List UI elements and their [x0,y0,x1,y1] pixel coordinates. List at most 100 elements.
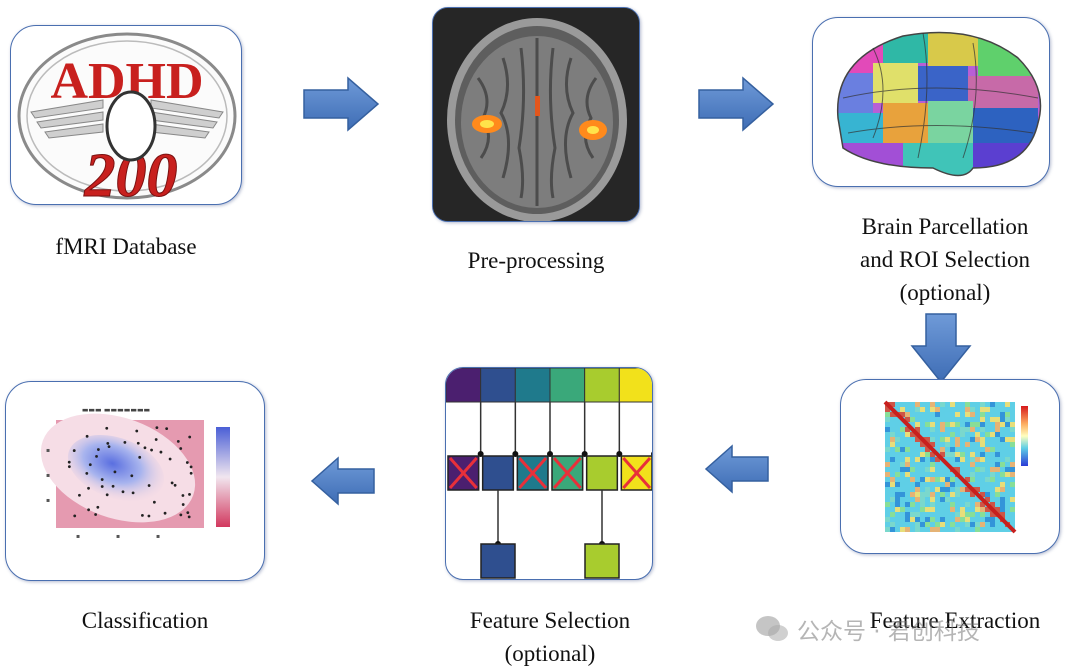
matrix-cell [915,527,920,532]
matrix-cell [975,422,980,427]
matrix-cell [985,522,990,527]
matrix-cell [970,457,975,462]
matrix-cell [950,407,955,412]
matrix-cell [980,457,985,462]
matrix-cell [905,427,910,432]
matrix-cell [930,437,935,442]
matrix-cell [925,437,930,442]
feature-column-cell [514,368,551,403]
matrix-cell [890,422,895,427]
matrix-cell [970,452,975,457]
matrix-cell [955,412,960,417]
matrix-cell [945,452,950,457]
svm-point [138,455,142,459]
matrix-cell [905,472,910,477]
matrix-cell [915,427,920,432]
svm-point [100,485,104,488]
matrix-cell [890,437,895,442]
cross-mark [518,457,548,489]
matrix-cell [885,482,890,487]
matrix-cell [885,447,890,452]
watermark-text: 公众号 · 君创科技 [797,619,980,645]
matrix-cell [995,487,1000,492]
matrix-cell [910,512,915,517]
parcellated-brain-image [836,31,1042,177]
svm-point [95,454,98,458]
matrix-cell [955,467,960,472]
matrix-cell [955,452,960,457]
svm-point [143,446,147,450]
feature-column-cell [480,368,516,403]
matrix-cell [955,422,960,427]
matrix-cell [955,522,960,527]
matrix-cell [920,502,925,507]
matrix-cell [890,457,895,462]
adhd200-logo: ADHD 200 [17,32,237,204]
svm-point [159,450,163,454]
matrix-cell [990,512,995,517]
matrix-cell [935,457,940,462]
fmri-database-panel: ADHD 200 [10,25,242,205]
caption-feature-extraction: Feature Extraction [869,608,1041,633]
svm-point [186,511,190,515]
matrix-cell [995,472,1000,477]
matrix-cell [1010,517,1015,522]
matrix-cell [975,507,980,512]
caption-line: and ROI Selection [860,247,1030,272]
matrix-cell [915,462,920,467]
caption-classification: Classification [81,608,209,633]
matrix-cell [970,492,975,497]
matrix-cell [975,527,980,532]
matrix-cell [920,497,925,502]
matrix-cell [885,462,890,467]
svm-point [188,492,191,496]
svm-classification-plot: ▬▬▬ ▬▬▬▬▬▬▬ ▪▪▪ ▪▪▪ [40,406,230,540]
matrix-cell [995,427,1000,432]
svg-text:▪: ▪ [46,497,50,504]
matrix-cell [1000,482,1005,487]
svm-point [105,426,109,430]
matrix-cell [960,487,965,492]
svm-point [94,513,98,516]
feature-cell [585,455,619,491]
matrix-cell [995,507,1000,512]
matrix-cell [1005,437,1010,442]
matrix-cell [940,402,945,407]
cross-mark [622,457,652,489]
matrix-cell [890,527,895,532]
matrix-cell [990,402,995,407]
matrix-cell [950,417,955,422]
svm-point [67,460,71,464]
matrix-cell [1005,502,1010,507]
matrix-cell [955,442,960,447]
matrix-cell [885,472,890,477]
matrix-cell [995,432,1000,437]
matrix-cell [895,522,900,527]
matrix-cell [965,522,970,527]
matrix-cell [905,517,910,522]
matrix-cell [965,497,970,502]
matrix-cell [910,412,915,417]
matrix-cell [950,512,955,517]
matrix-cell [980,522,985,527]
svm-point [130,474,134,478]
svm-point [176,440,180,443]
matrix-cell [940,522,945,527]
matrix-cell [900,427,905,432]
matrix-cell [940,442,945,447]
matrix-cell [990,452,995,457]
matrix-cell [885,527,890,532]
matrix-cell [920,442,925,447]
matrix-cell [990,477,995,482]
matrix-cell [990,467,995,472]
matrix-cell [890,482,895,487]
svm-point [73,514,77,518]
matrix-cell [915,422,920,427]
matrix-cell [905,482,910,487]
matrix-cell [1000,417,1005,422]
matrix-cell [980,422,985,427]
matrix-cell [900,492,905,497]
matrix-cell [895,472,900,477]
matrix-cell [980,442,985,447]
matrix-cell [930,452,935,457]
